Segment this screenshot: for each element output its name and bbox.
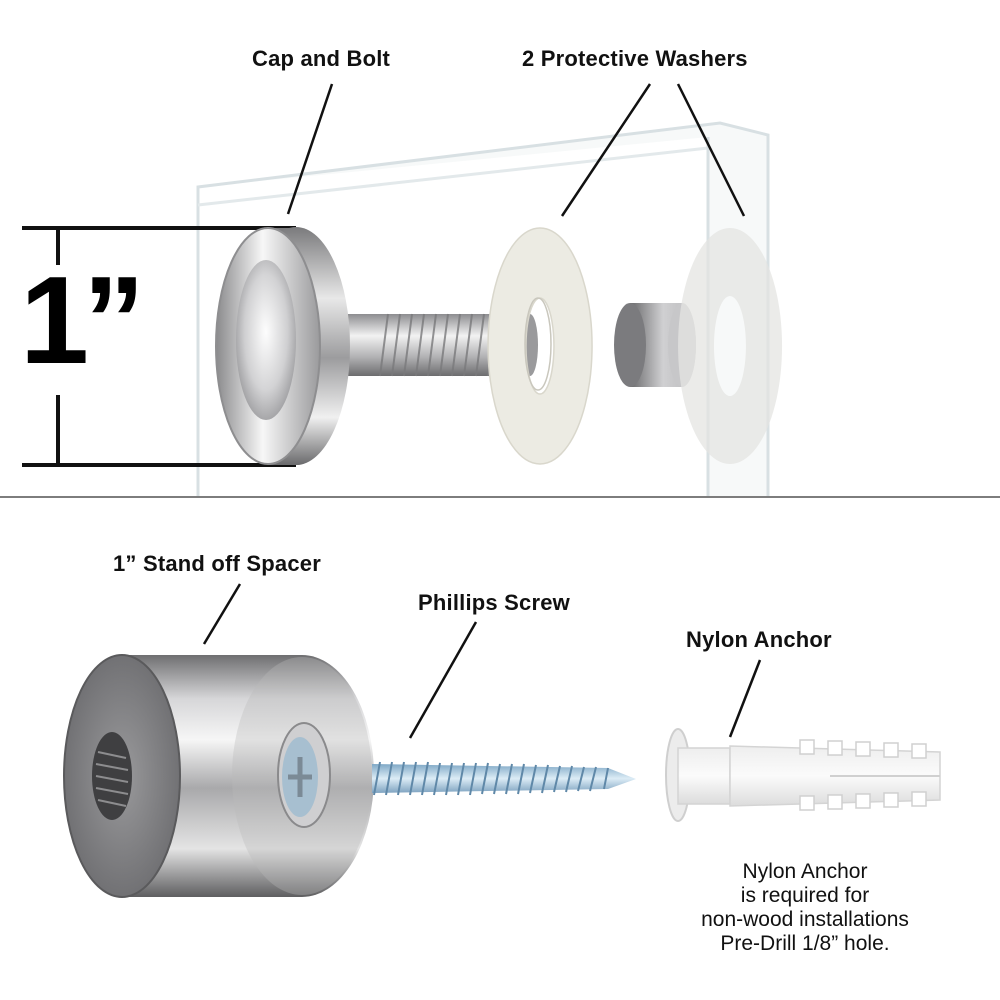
standoff-spacer-icon [63,654,374,898]
note-line-2: is required for [740,884,870,907]
leader-lines-top [286,83,746,217]
leader-lines-bottom [202,583,762,739]
washer-2-icon [678,228,783,464]
installation-note: Nylon Anchor is required for non-wood in… [640,860,970,956]
cap-and-bolt-label: Cap and Bolt [252,46,391,71]
note-line-1: Nylon Anchor [742,860,868,883]
note-line-3: non-wood installations [701,908,909,931]
phillips-screw-icon [372,761,636,796]
washer-1-icon [487,227,593,465]
dimension-label: 1” [20,252,145,390]
protective-washers-label: 2 Protective Washers [522,46,748,71]
standoff-spacer-label: 1” Stand off Spacer [113,551,321,576]
phillips-screw-label: Phillips Screw [418,590,570,615]
note-line-4: Pre-Drill 1/8” hole. [720,932,890,955]
nylon-anchor-label: Nylon Anchor [686,627,832,652]
nylon-anchor-icon [665,728,941,822]
dimension-bracket [22,226,296,467]
